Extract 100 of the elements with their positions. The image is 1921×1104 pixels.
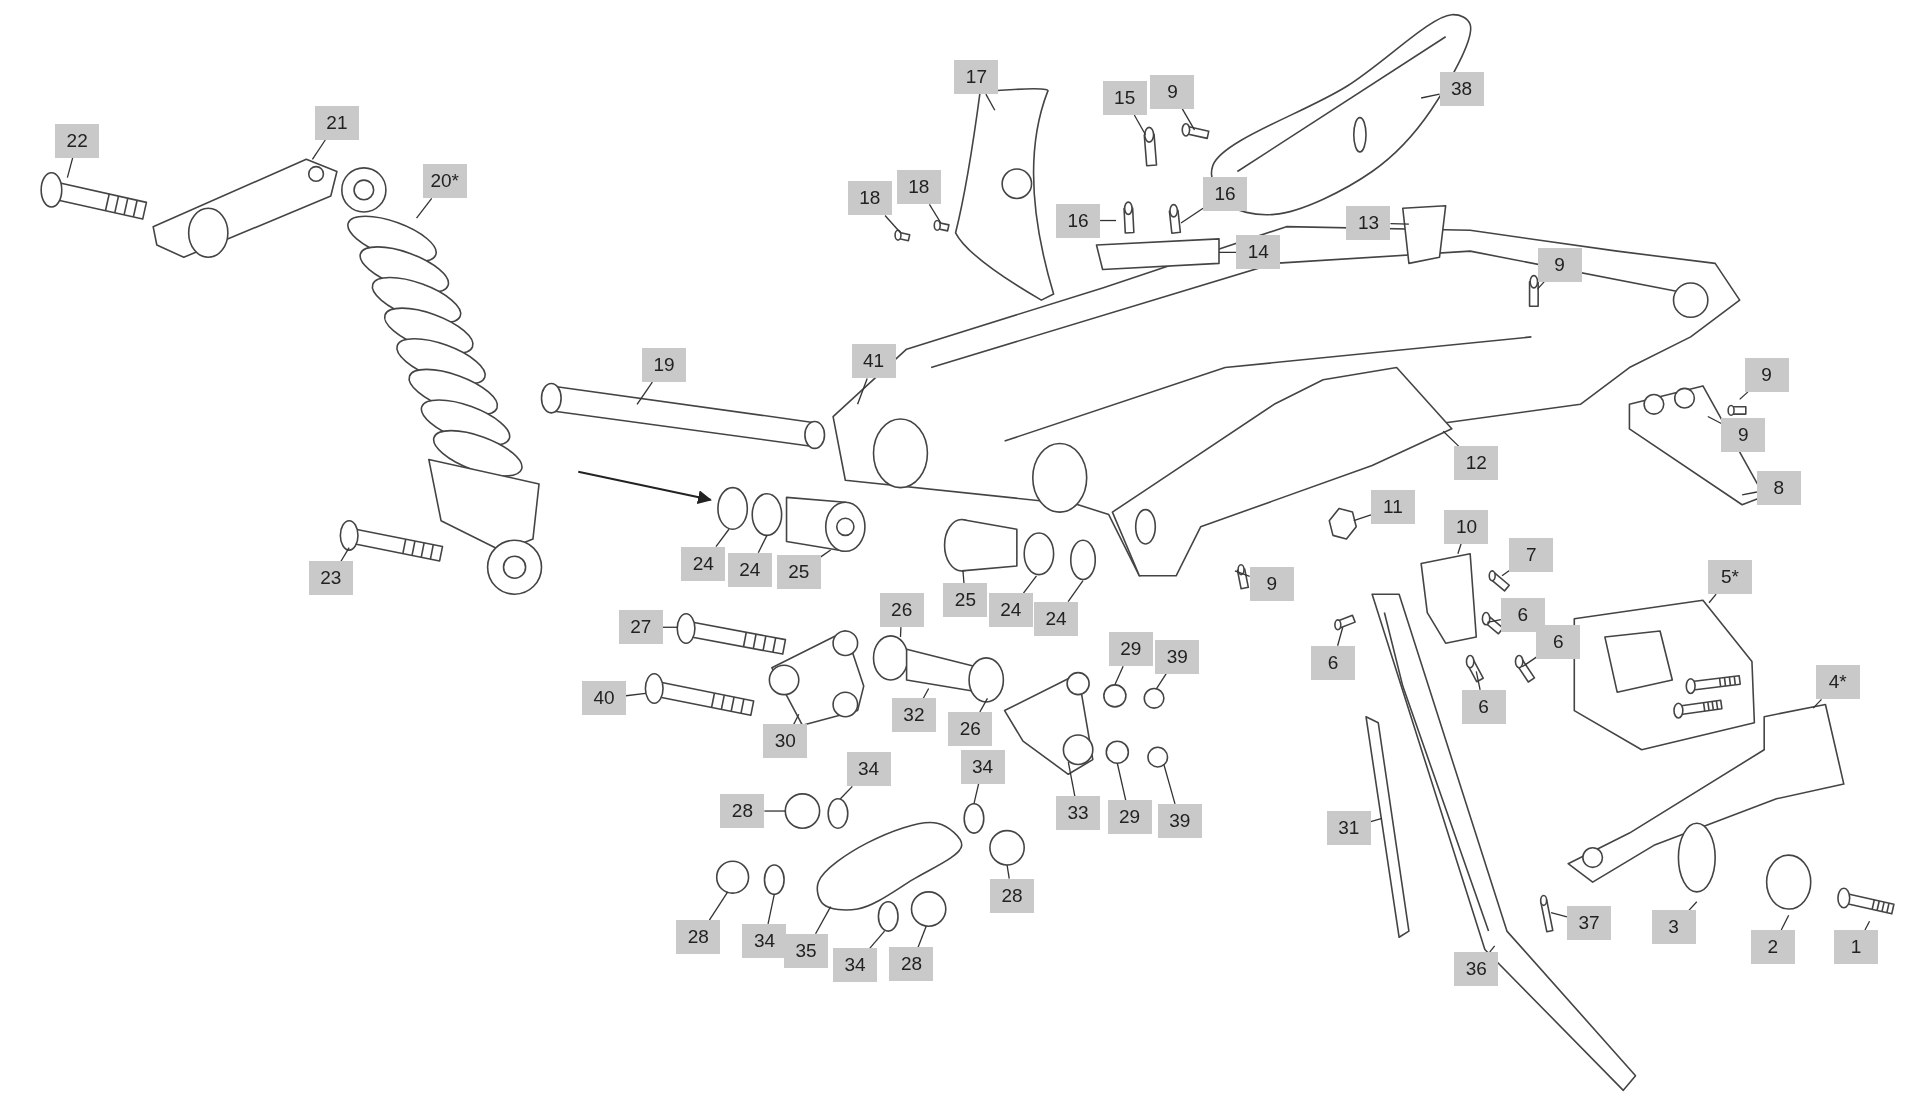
callout-number: 10	[1444, 509, 1489, 544]
leader-line	[1864, 920, 1871, 931]
leader-line	[415, 197, 433, 219]
leader-line	[869, 930, 886, 950]
callout-number: 27	[618, 610, 663, 645]
leader-line	[917, 925, 927, 948]
leader-line	[1489, 945, 1496, 953]
callout-number: 21	[314, 105, 359, 140]
callout-number: 23	[308, 561, 353, 596]
leader-line	[1475, 670, 1481, 691]
leader-line	[636, 381, 653, 405]
leader-line	[311, 138, 327, 160]
callout-number: 6	[1310, 645, 1355, 680]
callout-number: 20*	[422, 164, 467, 199]
leader-line	[856, 377, 868, 405]
callout-number: 8	[1756, 470, 1801, 505]
callout-number: 22	[55, 123, 100, 158]
leader-line	[928, 203, 942, 224]
leader-line	[973, 783, 980, 805]
callout-number: 17	[954, 60, 999, 95]
leader-line	[1022, 575, 1038, 594]
leader-line	[1442, 430, 1460, 447]
leader-line	[1536, 281, 1545, 290]
callout-number: 9	[1744, 357, 1789, 392]
leader-line	[1741, 491, 1758, 496]
callout-number: 28	[889, 947, 934, 982]
callout-number: 19	[642, 348, 686, 383]
callout-number: 3	[1651, 910, 1696, 945]
callout-number: 29	[1107, 800, 1152, 835]
callout-number: 34	[846, 752, 891, 787]
callout-number: 28	[676, 920, 721, 955]
leader-line	[1337, 626, 1344, 647]
leader-line	[1181, 108, 1196, 131]
callout-number: 34	[960, 749, 1005, 784]
callout-number: 9	[1150, 74, 1195, 109]
leader-line	[1521, 656, 1537, 668]
callout-number: 1	[1834, 930, 1879, 964]
leader-line	[884, 214, 902, 234]
callout-number: 36	[1454, 952, 1499, 987]
callout-number: 4*	[1815, 665, 1860, 700]
callout-number: 34	[742, 923, 787, 958]
leader-line	[793, 713, 800, 725]
leader-line	[1353, 514, 1372, 522]
callout-number: 18	[847, 181, 892, 216]
callout-number: 9	[1537, 247, 1582, 282]
leader-line	[814, 905, 832, 935]
callout-number: 9	[1721, 417, 1766, 452]
callout-number: 16	[1203, 176, 1248, 211]
leader-line	[1707, 415, 1722, 425]
callout-number: 24	[681, 546, 726, 581]
callout-number: 35	[784, 933, 829, 968]
leader-line	[763, 810, 786, 812]
callout-number: 6	[1536, 624, 1581, 659]
leader-line	[922, 687, 930, 700]
callout-number: 15	[1102, 81, 1147, 115]
leader-line	[1708, 593, 1717, 604]
leader-line	[1180, 207, 1204, 224]
leader-line	[1780, 914, 1790, 931]
callout-number: 13	[1346, 205, 1391, 240]
callout-number: 38	[1439, 72, 1484, 107]
callout-number: 40	[582, 681, 626, 716]
leader-line	[66, 157, 74, 179]
callout-number: 6	[1461, 689, 1506, 724]
leader-line	[1155, 673, 1167, 690]
callout-number: 26	[879, 593, 924, 628]
callout-number: 25	[776, 555, 821, 590]
leader-line	[1739, 391, 1749, 401]
callout-number: 5*	[1707, 560, 1752, 595]
callout-number: 30	[763, 724, 808, 759]
leader-line	[1067, 580, 1084, 603]
leader-line	[767, 893, 775, 925]
callout-number: 25	[943, 583, 988, 618]
callout-number: 33	[1056, 796, 1101, 831]
callout-number: 18	[896, 170, 941, 205]
leader-line	[962, 570, 965, 584]
leader-line	[1389, 223, 1410, 225]
leader-line	[839, 785, 853, 800]
callout-number: 39	[1155, 639, 1200, 674]
callout-number: 24	[988, 593, 1033, 628]
leader-line	[1501, 569, 1511, 577]
leader-line	[708, 891, 729, 921]
callout-number: 24	[727, 552, 772, 587]
callout-number: 6	[1500, 598, 1545, 632]
callout-number: 26	[948, 711, 993, 746]
callout-number: 41	[851, 344, 896, 379]
leader-line	[1486, 618, 1502, 623]
callout-number: 16	[1056, 203, 1101, 238]
leader-line	[985, 93, 996, 111]
callout-number: 28	[989, 878, 1034, 913]
leader-line	[1006, 864, 1010, 880]
callout-number: 32	[891, 698, 936, 733]
leader-line	[1550, 912, 1568, 918]
leader-line	[1114, 665, 1124, 686]
leader-line	[1688, 901, 1698, 912]
leader-line	[625, 692, 647, 697]
callout-number: 14	[1236, 235, 1281, 270]
leader-line	[1133, 114, 1147, 136]
leader-line	[757, 534, 768, 554]
callout-number: 2	[1750, 930, 1795, 964]
callout-number: 9	[1249, 567, 1294, 602]
